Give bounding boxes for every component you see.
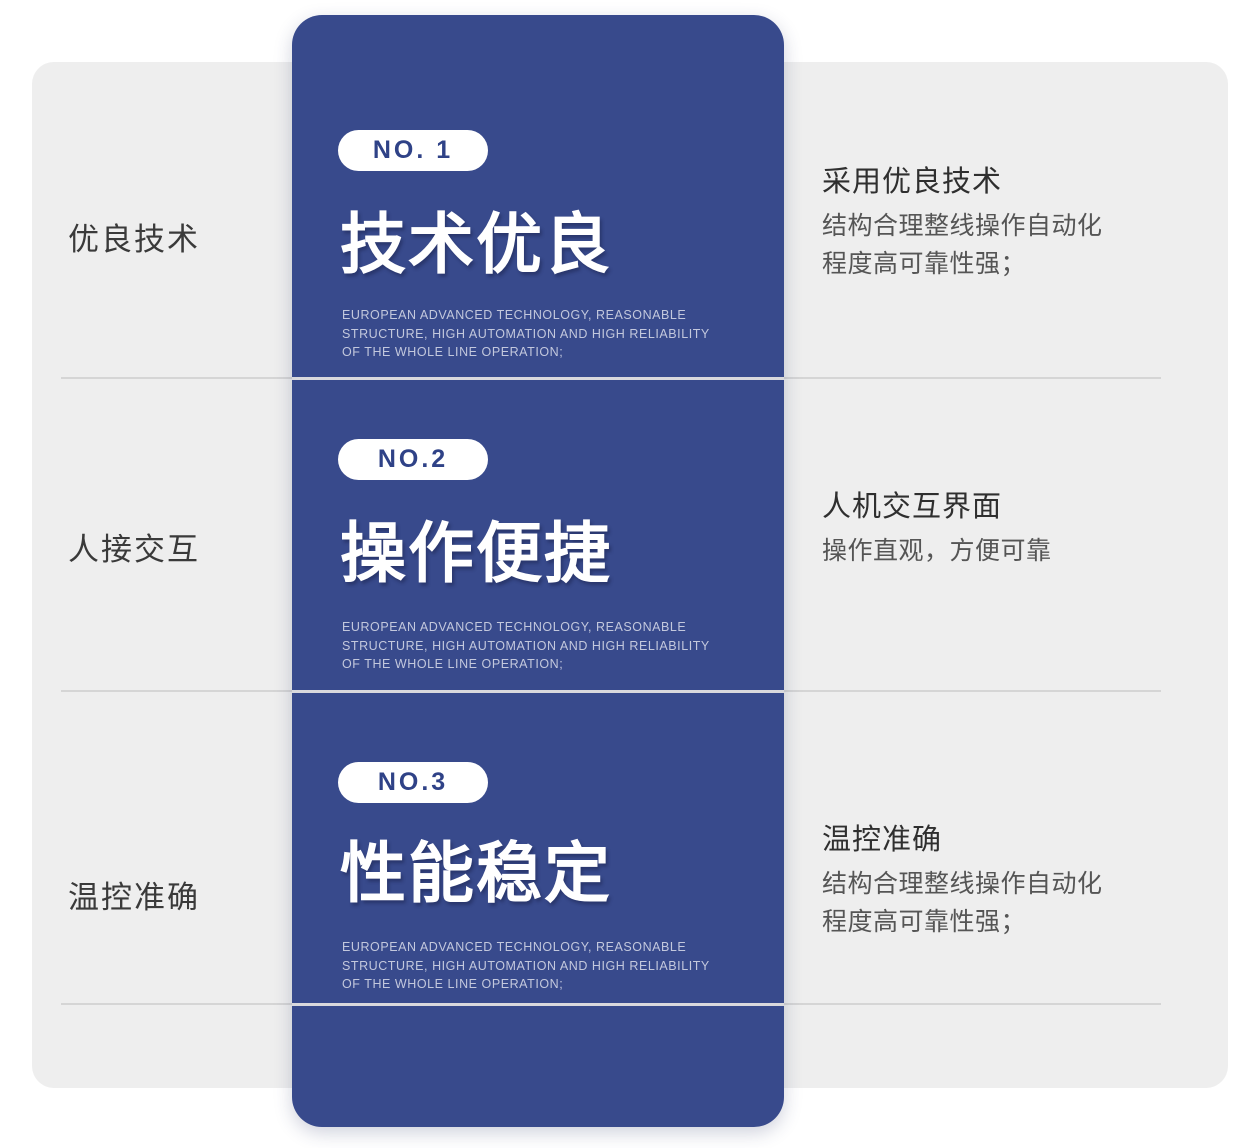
feature-row-3: 温控准确 温控准确 结构合理整线操作自动化 程度高可靠性强；: [32, 692, 1228, 1003]
card-sub-3-line-2: STRUCTURE, HIGH AUTOMATION AND HIGH RELI…: [342, 958, 710, 973]
row-copy-line-1-1: 结构合理整线操作自动化: [822, 212, 1103, 241]
row-copy-1: 采用优良技术 结构合理整线操作自动化 程度高可靠性强；: [822, 162, 1222, 283]
card-sub-3-line-3: OF THE WHOLE LINE OPERATION;: [342, 977, 564, 991]
badge-no-1: NO. 1: [338, 130, 488, 171]
badge-no-1-text: NO. 1: [372, 136, 454, 164]
row-copy-title-2: 人机交互界面: [822, 491, 1003, 523]
card-heading-2: 操作便捷: [340, 516, 612, 590]
row-copy-title-3: 温控准确: [822, 824, 943, 856]
feature-row-2: 人接交互 人机交互界面 操作直观，方便可靠: [32, 379, 1228, 690]
card-sub-2-line-1: EUROPEAN ADVANCED TECHNOLOGY, REASONABLE: [342, 620, 687, 634]
card-sub-2-line-2: STRUCTURE, HIGH AUTOMATION AND HIGH RELI…: [342, 638, 710, 653]
row-label-2: 人接交互: [68, 532, 200, 567]
card-sub-2: EUROPEAN ADVANCED TECHNOLOGY, REASONABLE…: [342, 618, 742, 674]
badge-no-2: NO.2: [338, 439, 488, 480]
card-sub-2-line-3: OF THE WHOLE LINE OPERATION;: [342, 657, 564, 671]
row-copy-3: 温控准确 结构合理整线操作自动化 程度高可靠性强；: [822, 820, 1222, 941]
badge-no-2-text: NO.2: [377, 445, 449, 473]
row-copy-line-3-1: 结构合理整线操作自动化: [822, 870, 1103, 899]
row-copy-line-1-2: 程度高可靠性强；: [822, 250, 1027, 279]
card-panel-2: NO.2 操作便捷 EUROPEAN ADVANCED TECHNOLOGY, …: [292, 380, 784, 690]
feature-row-1: 优良技术 采用优良技术 结构合理整线操作自动化 程度高可靠性强；: [32, 62, 1228, 377]
card-panel-1: NO. 1 技术优良 EUROPEAN ADVANCED TECHNOLOGY,…: [292, 15, 784, 377]
row-label-3: 温控准确: [68, 880, 200, 915]
card-sub-3: EUROPEAN ADVANCED TECHNOLOGY, REASONABLE…: [342, 938, 742, 994]
row-copy-2: 人机交互界面 操作直观，方便可靠: [822, 487, 1222, 570]
badge-no-3: NO.3: [338, 762, 488, 803]
card-gap-1: [292, 377, 784, 380]
row-copy-title-1: 采用优良技术: [822, 166, 1003, 198]
card-gap-3: [292, 1003, 784, 1006]
card-sub-1-line-1: EUROPEAN ADVANCED TECHNOLOGY, REASONABLE: [342, 308, 687, 322]
card-gap-2: [292, 690, 784, 693]
row-copy-line-3-2: 程度高可靠性强；: [822, 908, 1027, 937]
card-heading-3: 性能稳定: [340, 836, 612, 910]
row-label-1: 优良技术: [68, 222, 200, 257]
feature-card: NO. 1 技术优良 EUROPEAN ADVANCED TECHNOLOGY,…: [292, 15, 784, 1127]
card-heading-1: 技术优良: [340, 207, 612, 281]
card-sub-1-line-2: STRUCTURE, HIGH AUTOMATION AND HIGH RELI…: [342, 326, 710, 341]
badge-no-3-text: NO.3: [377, 768, 449, 796]
row-copy-line-2-1: 操作直观，方便可靠: [822, 537, 1052, 566]
card-sub-3-line-1: EUROPEAN ADVANCED TECHNOLOGY, REASONABLE: [342, 940, 687, 954]
card-panel-3: NO.3 性能稳定 EUROPEAN ADVANCED TECHNOLOGY, …: [292, 693, 784, 1003]
card-sub-1-line-3: OF THE WHOLE LINE OPERATION;: [342, 345, 564, 359]
card-sub-1: EUROPEAN ADVANCED TECHNOLOGY, REASONABLE…: [342, 306, 742, 362]
